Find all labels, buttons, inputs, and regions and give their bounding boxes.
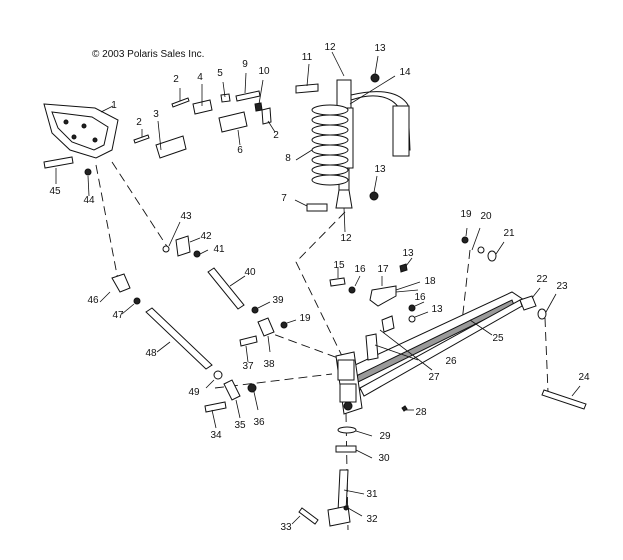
shock-absorber <box>294 51 411 233</box>
callout-number: 17 <box>377 264 389 275</box>
callout-number: 45 <box>49 186 61 197</box>
copyright-notice: © 2003 Polaris Sales Inc. <box>92 49 205 60</box>
callout-number: 2 <box>273 130 279 141</box>
callout-number: 4 <box>197 72 203 83</box>
callout-number: 29 <box>379 431 391 442</box>
callout-number: 19 <box>299 313 311 324</box>
callout-number: 19 <box>460 209 472 220</box>
callout-number: 47 <box>112 310 124 321</box>
callout-number: 15 <box>333 260 345 271</box>
callout-number: 43 <box>180 211 192 222</box>
callout-number: 32 <box>366 514 378 525</box>
swing-arm <box>335 291 525 415</box>
callout-number: 41 <box>213 244 225 255</box>
callout-number: 44 <box>83 195 95 206</box>
callout-number: 8 <box>285 153 291 164</box>
callout-number: 21 <box>503 228 515 239</box>
right-side-hardware <box>329 227 587 410</box>
callout-number: 16 <box>354 264 366 275</box>
callout-number: 22 <box>536 274 548 285</box>
callout-number: 14 <box>399 67 411 78</box>
callout-number: 37 <box>242 361 254 372</box>
callout-number: 13 <box>374 43 386 54</box>
callout-number: 46 <box>87 295 99 306</box>
callout-number: 23 <box>556 281 568 292</box>
callout-number: 49 <box>188 387 200 398</box>
callout-number: 27 <box>428 372 440 383</box>
callout-number: 28 <box>415 407 427 418</box>
coil-spring <box>311 104 349 186</box>
callout-number: 48 <box>145 348 157 359</box>
left-link-parts <box>43 156 297 429</box>
callout-number: 3 <box>153 109 159 120</box>
callout-number: 20 <box>480 211 492 222</box>
spindle-assembly <box>291 426 373 527</box>
callout-number: 34 <box>210 430 222 441</box>
callout-number: 38 <box>263 359 275 370</box>
callout-number: 13 <box>374 164 386 175</box>
callout-number: 40 <box>244 267 256 278</box>
callout-number: 7 <box>281 193 287 204</box>
callout-number: 33 <box>280 522 292 533</box>
callout-number: 26 <box>445 356 457 367</box>
callout-number: 5 <box>217 68 223 79</box>
callout-number: 39 <box>272 295 284 306</box>
callout-number: 30 <box>378 453 390 464</box>
callout-number: 13 <box>402 248 414 259</box>
callout-number: 16 <box>414 292 426 303</box>
callout-number: 24 <box>578 372 590 383</box>
callout-number: 9 <box>242 59 248 70</box>
callout-number: 25 <box>492 333 504 344</box>
callout-number: 12 <box>324 42 336 53</box>
callout-number: 36 <box>253 417 265 428</box>
callout-number: 11 <box>302 52 313 63</box>
callout-number: 35 <box>234 420 246 431</box>
callout-number: 31 <box>366 489 378 500</box>
callout-number: 13 <box>431 304 443 315</box>
upper-mount-hardware <box>133 72 276 159</box>
callout-number: 18 <box>424 276 436 287</box>
callout-number: 12 <box>340 233 352 244</box>
callout-number: 1 <box>111 100 117 111</box>
callout-number: 6 <box>237 145 243 156</box>
callout-number: 2 <box>136 117 142 128</box>
callout-number: 42 <box>200 231 212 242</box>
mounting-bracket <box>43 103 119 159</box>
callout-number: 10 <box>258 66 270 77</box>
callout-number: 2 <box>173 74 179 85</box>
